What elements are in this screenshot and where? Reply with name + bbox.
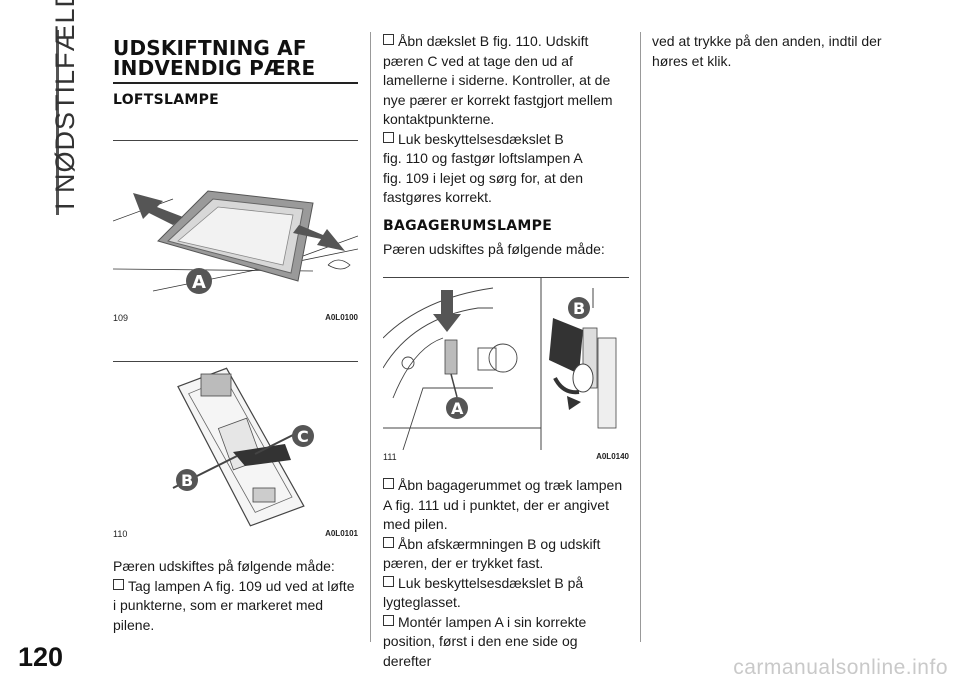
figure-number: 111 <box>383 452 397 462</box>
label-b: B <box>181 471 193 490</box>
checkbox-bullet-icon <box>383 575 394 587</box>
checkbox-bullet-icon <box>383 614 394 626</box>
section-heading: UDSKIFTNING AF INDVENDIG PÆRE <box>113 38 358 78</box>
heading-line: UDSKIFTNING AF <box>113 36 307 60</box>
subheading-bagagerumslampe: BAGAGERUMSLAMPE <box>383 217 553 234</box>
figure-code: A0L0100 <box>325 313 358 322</box>
checkbox-bullet-icon <box>383 536 394 548</box>
figure-number: 110 <box>113 529 128 539</box>
column-divider <box>370 32 371 642</box>
bullet-text: Åbn afskærmningen B og udskift <box>398 535 601 552</box>
bullet-text: nye pærer er korrekt fastgjort mellem <box>383 91 613 108</box>
instructions: Pæren udskiftes på følgende måde: Tag la… <box>113 557 358 635</box>
heading-rule <box>113 82 358 84</box>
bullet-text: fastgøres korrekt. <box>383 189 492 205</box>
figure-code: A0L0140 <box>596 452 629 461</box>
intro-text: Pæren udskiftes på følgende måde: <box>113 558 335 574</box>
bullet-item: Montér lampen A i sin korrekte <box>383 613 629 633</box>
bullet-text: fig. 109 i lejet og sørg for, at den <box>383 169 584 186</box>
trunk-lamp-illustration: A B <box>383 278 617 450</box>
bullet-item: Åbn afskærmningen B og udskift <box>383 535 629 555</box>
bullet-text: Luk beskyttelsesdækslet B på <box>398 574 584 591</box>
label-b: B <box>573 299 585 318</box>
bullet-item: Åbn bagagerummet og træk lampen <box>383 476 629 496</box>
column-divider <box>640 32 641 642</box>
checkbox-bullet-icon <box>383 131 394 143</box>
body-text: ved at trykke på den anden, indtil der <box>652 33 882 49</box>
bullet-item: Åbn dækslet B fig. 110. Udskift <box>383 32 629 52</box>
ceiling-lamp-illustration: A <box>113 190 358 294</box>
figure-caption: 111 A0L0140 <box>383 452 629 462</box>
bullet-text: pæren, der er trykket fast. <box>383 555 544 571</box>
page-number: 120 <box>18 642 64 672</box>
bullet-text: pæren C ved at tage den ud af <box>383 52 573 69</box>
subheading-loftslampe: LOFTSLAMPE <box>113 92 220 108</box>
figure-caption: 110 A0L0101 <box>113 529 358 539</box>
bullet-text: i punkterne, som er markeret med <box>113 597 324 613</box>
bullet-item: Tag lampen A fig. 109 ud ved at løfte <box>113 577 358 597</box>
body-text: høres et klik. <box>652 52 732 69</box>
intro-text: Pæren udskiftes på følgende måde: <box>383 240 605 257</box>
lamp-bulb-illustration: B C <box>172 367 314 527</box>
watermark: carmanualsonline.info <box>733 656 948 679</box>
column-3: ved at trykke på den anden, indtil der h… <box>652 32 897 71</box>
bullet-text: Luk beskyttelsesdækslet B <box>398 130 564 147</box>
bullet-text: Montér lampen A i sin korrekte <box>398 613 587 630</box>
bullet-text: A fig. 111 ud i punktet, der er angivet <box>383 496 609 513</box>
checkbox-bullet-icon <box>383 478 394 489</box>
figure-111: A B 111 A0L0140 <box>383 277 629 462</box>
bullet-item: Luk beskyttelsesdækslet B <box>383 130 629 150</box>
bullet-text: Tag lampen A fig. 109 ud ved at løfte <box>128 577 355 594</box>
bullet-text: Åbn dækslet B fig. 110. Udskift <box>398 33 589 49</box>
bullet-item: Luk beskyttelsesdækslet B på <box>383 574 629 594</box>
label-a: A <box>192 272 206 293</box>
section-tab-bar <box>56 30 59 215</box>
bullet-text: lamellerne i siderne. Kontroller, at de <box>383 72 611 88</box>
section-title: I NØDSTILFÆLDE <box>50 0 80 210</box>
bullet-text: lygteglasset. <box>383 594 461 610</box>
bullet-text: pilene. <box>113 616 155 633</box>
figure-code: A0L0101 <box>325 529 358 538</box>
checkbox-bullet-icon <box>383 34 394 45</box>
bullet-text: position, først i den ene side og dereft… <box>383 633 578 669</box>
bullet-text: Åbn bagagerummet og træk lampen <box>398 477 623 493</box>
figure-109: A 109 A0L0100 <box>113 140 358 323</box>
instructions: Åbn bagagerummet og træk lampen A fig. 1… <box>383 476 629 671</box>
figure-110: B C 110 A0L0101 <box>113 361 358 539</box>
label-c: C <box>297 427 309 446</box>
bullet-text: fig. 110 og fastgør loftslampen A <box>383 150 583 166</box>
column-2: Åbn dækslet B fig. 110. Udskift pæren C … <box>383 32 629 671</box>
bullet-text: kontaktpunkterne. <box>383 111 495 127</box>
figure-caption: 109 A0L0100 <box>113 313 358 323</box>
bullet-text: med pilen. <box>383 516 448 532</box>
column-1: UDSKIFTNING AF INDVENDIG PÆRE LOFTSLAMPE… <box>113 32 358 635</box>
checkbox-bullet-icon <box>113 578 124 590</box>
label-a: A <box>451 399 464 418</box>
heading-line: INDVENDIG PÆRE <box>113 56 316 80</box>
figure-number: 109 <box>113 313 129 323</box>
